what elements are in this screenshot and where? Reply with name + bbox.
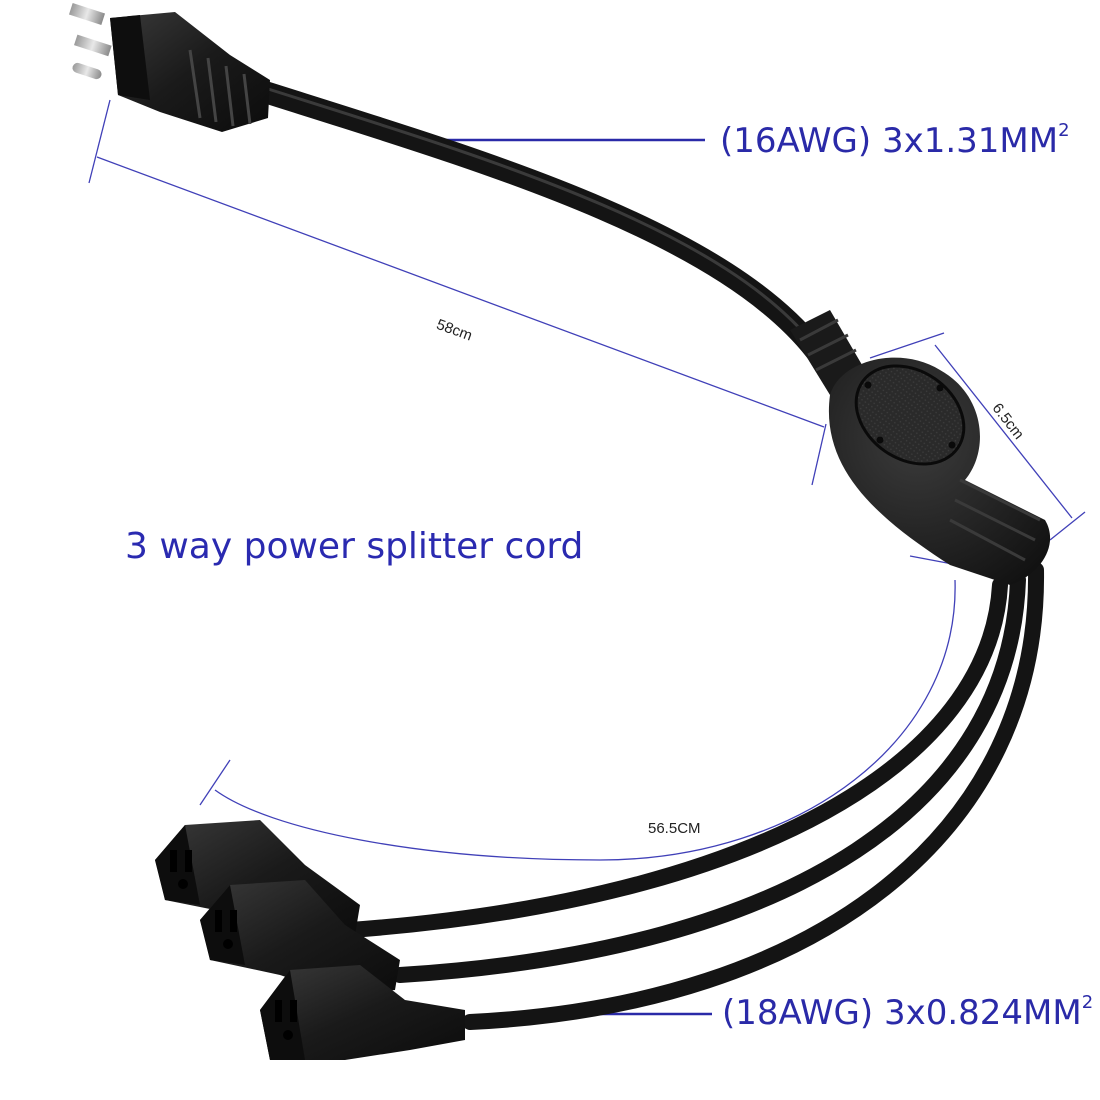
branch-cable-1 <box>342 577 1008 938</box>
hub-strain-ridges-bottom <box>949 478 1041 562</box>
hub-screw-1 <box>864 381 872 389</box>
hub-strain-ridges-top <box>799 318 857 372</box>
hub-screw-4 <box>936 384 944 392</box>
hub-width-line <box>934 344 1073 519</box>
branch-length-arc <box>214 579 956 861</box>
input-plug <box>68 3 270 132</box>
branch-cord-spec-label: (18AWG) 3x0.824MM2 <box>722 992 1093 1033</box>
main-length-tick-end <box>811 423 827 486</box>
main-cable-highlight <box>263 86 817 348</box>
branch-cord-spec-superscript: 2 <box>1081 992 1094 1013</box>
cables <box>254 81 1045 1030</box>
main-cord-spec-text: (16AWG) 3x1.31MM <box>720 121 1059 161</box>
hub-width-tick-bottom <box>1049 511 1086 541</box>
main-cord-spec-label: (16AWG) 3x1.31MM2 <box>720 120 1070 161</box>
plug-prong-bottom <box>74 34 112 57</box>
product-headline: 3 way power splitter cord <box>125 526 584 567</box>
branch-cable-2 <box>392 572 1026 983</box>
plug-prong-top <box>68 3 106 25</box>
hub-screw-3 <box>876 436 884 444</box>
main-length-line <box>96 156 825 428</box>
branch-tick-bottom <box>199 759 231 806</box>
splitter-hub <box>790 310 1051 585</box>
hub-screw-2 <box>948 441 956 449</box>
plug-face <box>110 15 150 100</box>
main-cable <box>254 81 826 361</box>
hub-width-tick-top <box>869 332 945 359</box>
main-cord-spec-superscript: 2 <box>1058 120 1070 141</box>
main-length-tick-start <box>88 99 111 184</box>
branch-cord-spec-text: (18AWG) 3x0.824MM <box>722 993 1082 1033</box>
branch-length-label: 56.5CM <box>648 820 701 837</box>
output-connector-3 <box>260 965 465 1060</box>
plug-ground-pin <box>72 62 102 80</box>
branch-cable-3 <box>462 562 1045 1030</box>
plug-strain-ridges <box>188 49 252 127</box>
dimension-lines <box>88 99 1086 861</box>
